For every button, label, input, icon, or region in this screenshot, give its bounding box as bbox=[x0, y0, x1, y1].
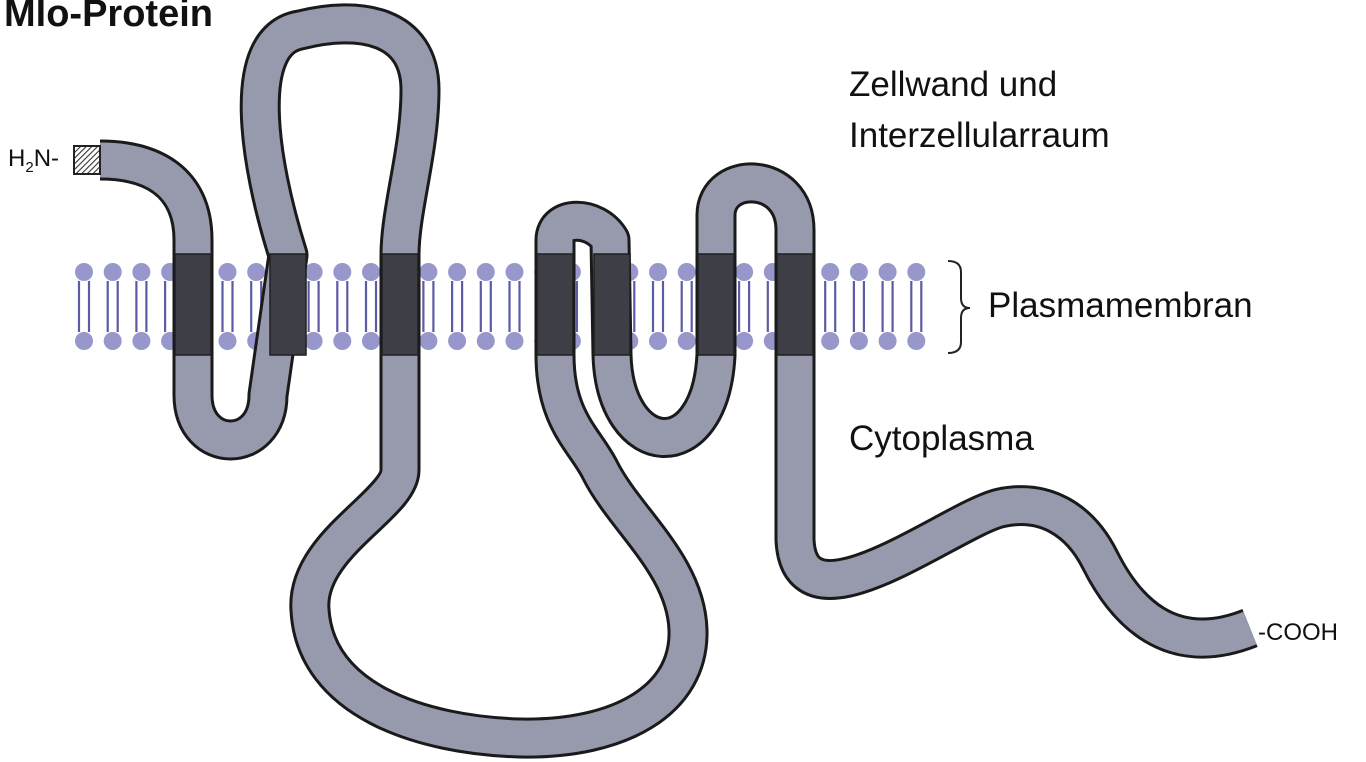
lipid-head bbox=[678, 263, 696, 281]
lipid-head bbox=[850, 263, 868, 281]
lipid-head bbox=[649, 263, 667, 281]
lipid-head bbox=[735, 332, 753, 350]
lipid-head bbox=[907, 263, 925, 281]
lipid-head bbox=[419, 263, 437, 281]
lipid-head bbox=[477, 263, 495, 281]
lipid-head bbox=[448, 263, 466, 281]
lipid-head bbox=[362, 263, 380, 281]
lipid-head bbox=[104, 332, 122, 350]
transmembrane-helix-4 bbox=[537, 254, 573, 355]
lipid-head bbox=[879, 332, 897, 350]
lipid-head bbox=[132, 263, 150, 281]
lipid-head bbox=[362, 332, 380, 350]
membrane-bracket bbox=[948, 261, 970, 353]
lipid-head bbox=[821, 263, 839, 281]
lipid-head bbox=[247, 263, 265, 281]
lipid-head bbox=[448, 332, 466, 350]
transmembrane-helix-5 bbox=[594, 254, 630, 355]
lipid-head bbox=[305, 263, 323, 281]
lipid-head bbox=[132, 332, 150, 350]
lipid-head bbox=[333, 332, 351, 350]
transmembrane-helix-7 bbox=[777, 254, 813, 355]
lipid-head bbox=[75, 332, 93, 350]
membrane-label: Plasmamembran bbox=[988, 285, 1253, 327]
lipid-head bbox=[75, 263, 93, 281]
lipid-head bbox=[850, 332, 868, 350]
n-terminus-subscript: 2 bbox=[25, 159, 33, 176]
lipid-head bbox=[219, 332, 237, 350]
lipid-head bbox=[735, 263, 753, 281]
extracellular-label-line1: Zellwand und bbox=[849, 64, 1057, 106]
extracellular-label-line2: Interzellularraum bbox=[849, 115, 1110, 157]
n-terminus-suffix: N- bbox=[34, 145, 59, 172]
lipid-head bbox=[104, 263, 122, 281]
n-terminus-label: H2N- bbox=[8, 145, 59, 177]
lipid-head bbox=[333, 263, 351, 281]
lipid-head bbox=[419, 332, 437, 350]
lipid-head bbox=[506, 332, 524, 350]
lipid-head bbox=[219, 263, 237, 281]
lipid-head bbox=[305, 332, 323, 350]
lipid-head bbox=[506, 263, 524, 281]
lipid-head bbox=[821, 332, 839, 350]
lipid-head bbox=[649, 332, 667, 350]
lipid-head bbox=[879, 263, 897, 281]
lipid-head bbox=[907, 332, 925, 350]
transmembrane-helix-2 bbox=[270, 254, 306, 355]
c-terminus-label: -COOH bbox=[1258, 619, 1338, 648]
transmembrane-helix-1 bbox=[175, 254, 211, 355]
n-terminus-prefix: H bbox=[8, 145, 25, 172]
transmembrane-helix-3 bbox=[382, 254, 418, 355]
transmembrane-helix-6 bbox=[698, 254, 734, 355]
lipid-head bbox=[678, 332, 696, 350]
diagram-title: Mlo-Protein bbox=[4, 0, 213, 38]
n-terminal-tag bbox=[74, 146, 100, 174]
lipid-head bbox=[477, 332, 495, 350]
cytoplasm-label: Cytoplasma bbox=[849, 418, 1034, 460]
